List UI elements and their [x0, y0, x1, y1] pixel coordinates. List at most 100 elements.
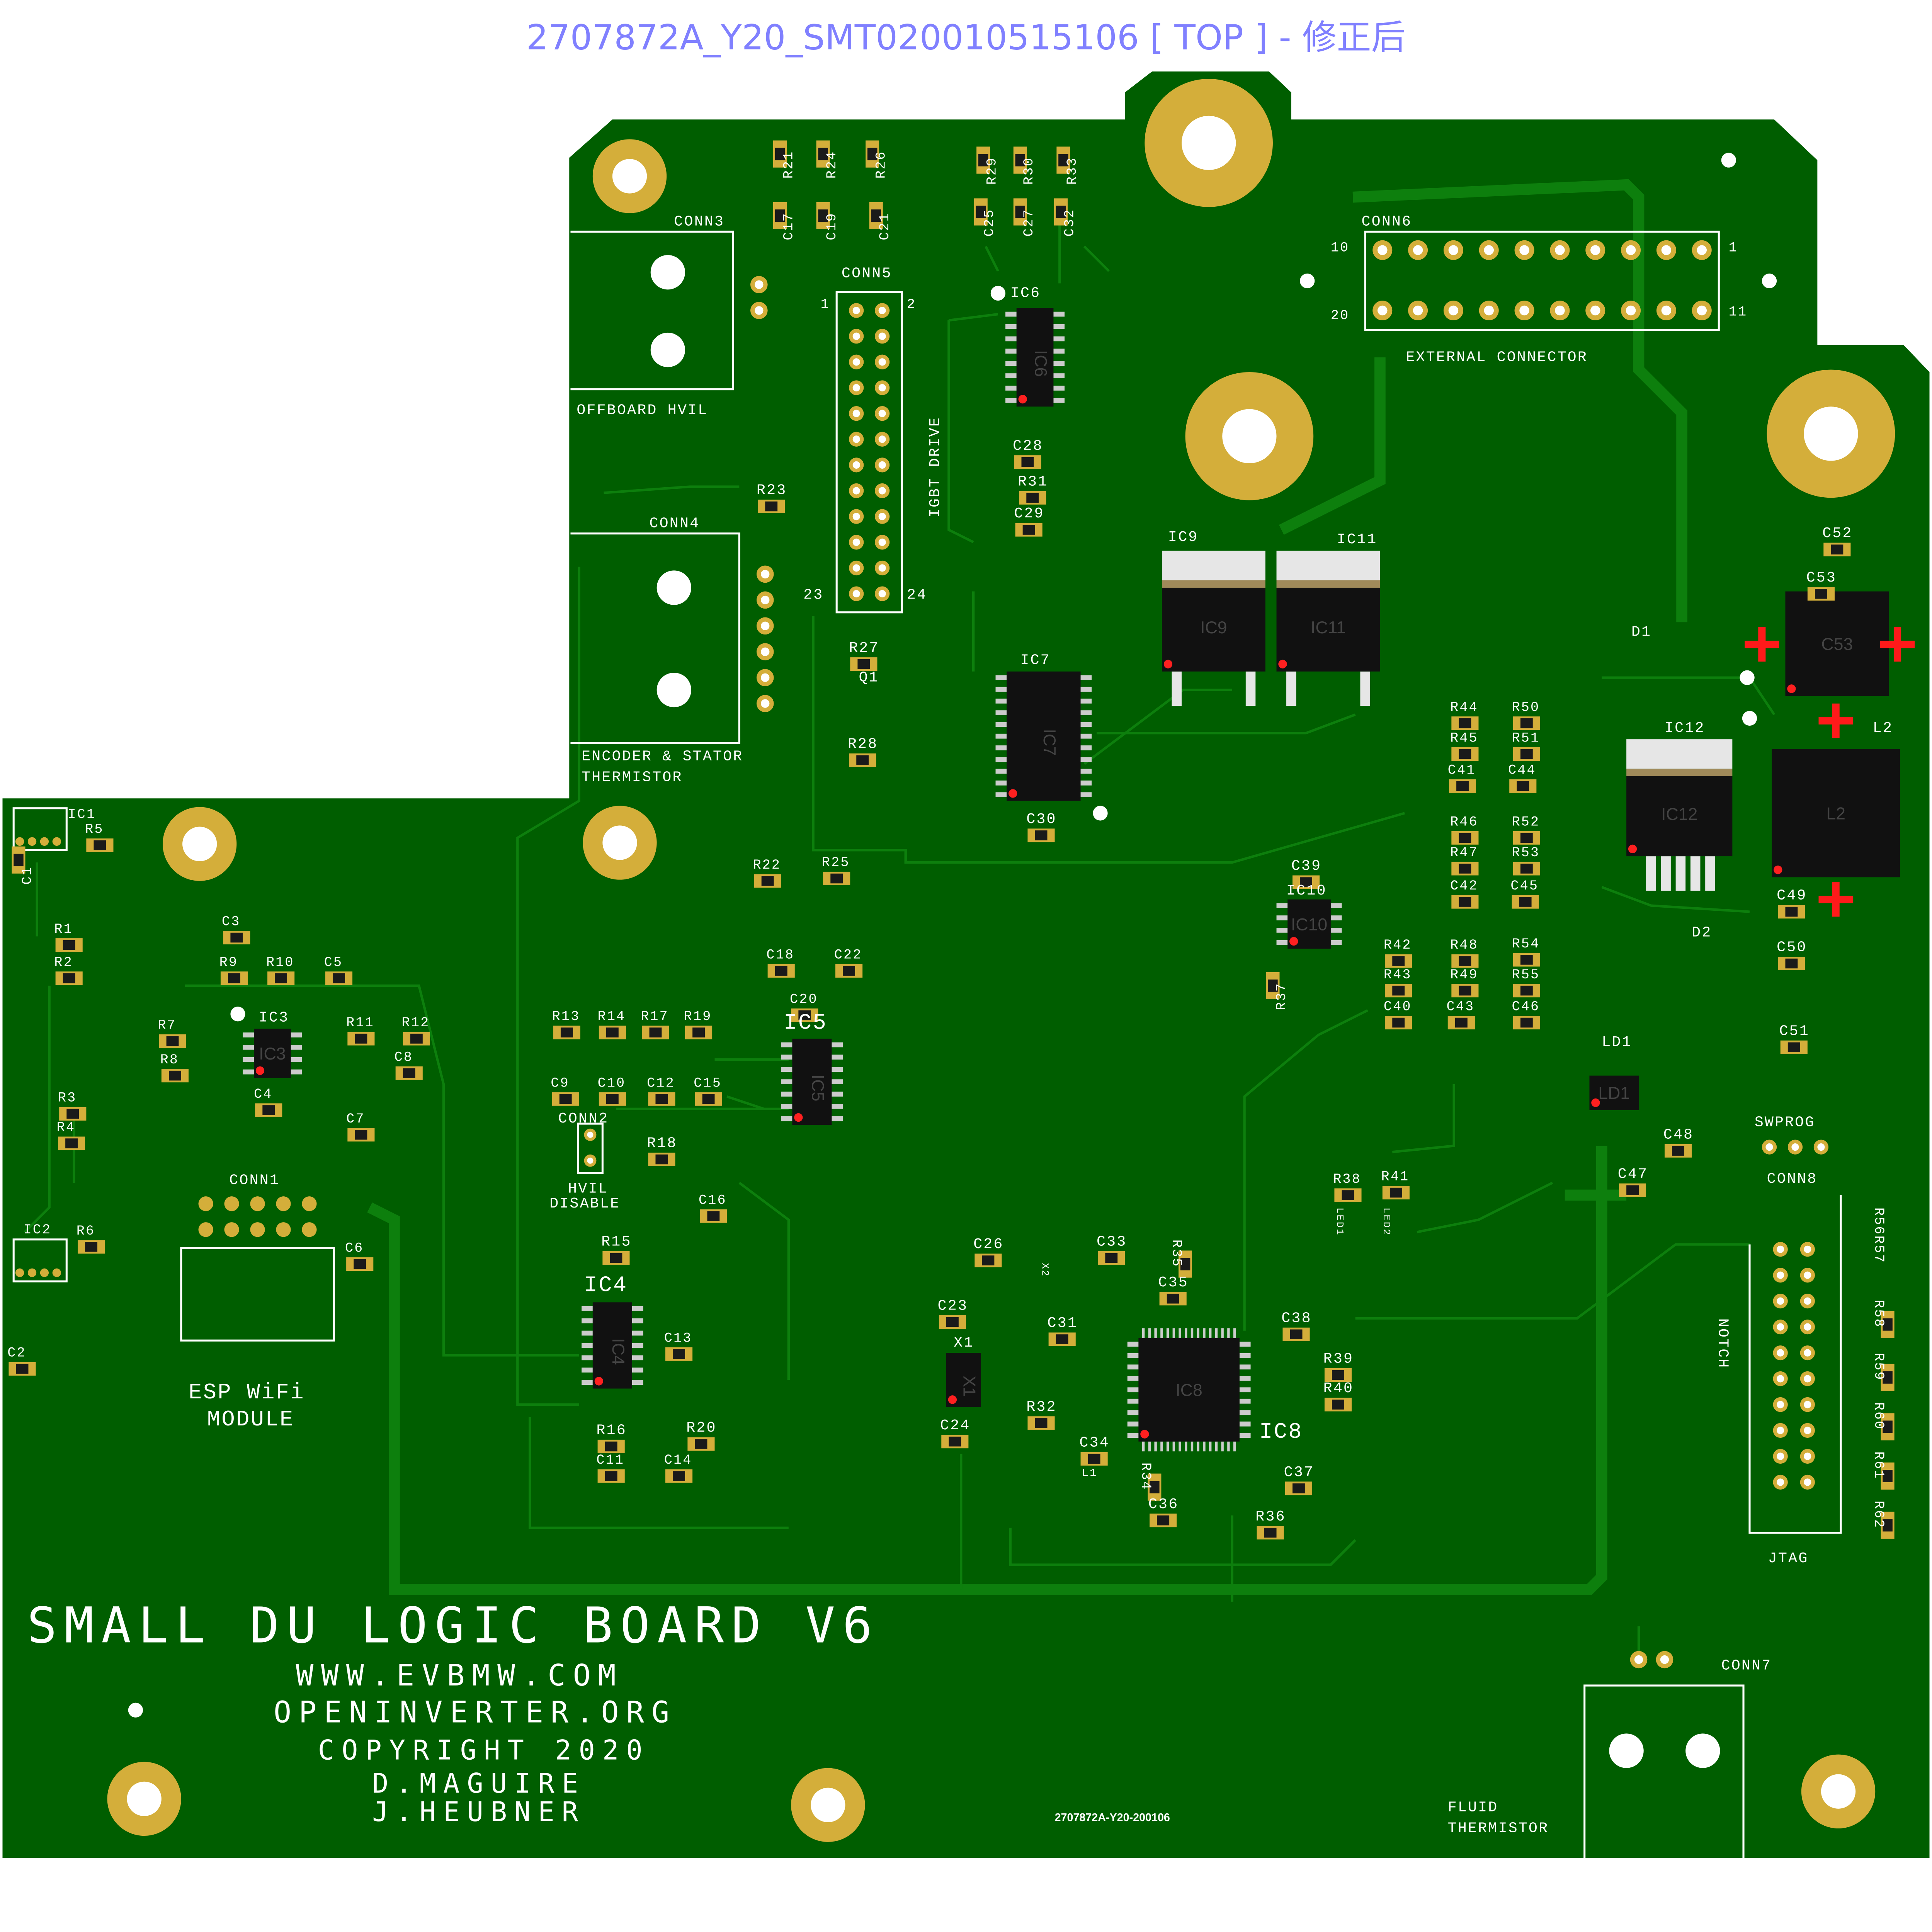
resistor-footprint	[1324, 1398, 1352, 1412]
silkscreen-label: R32	[1026, 1399, 1056, 1415]
silkscreen-label: R55	[1512, 967, 1540, 983]
silkscreen-label: C28	[1013, 438, 1043, 454]
capacitor-footprint	[1048, 1332, 1076, 1346]
capacitor-footprint	[869, 202, 883, 230]
silkscreen-label: SWPROG	[1755, 1114, 1815, 1131]
resistor-footprint	[754, 874, 781, 888]
jtag-pin	[1800, 1320, 1815, 1335]
mounting-hole	[592, 139, 667, 213]
credit-openinverter: OPENINVERTER.ORG	[274, 1696, 677, 1730]
silkscreen-label: C44	[1508, 762, 1536, 778]
ic1-pin	[15, 837, 24, 846]
silkscreen-label: C4	[254, 1087, 272, 1102]
resistor-footprint	[1179, 1250, 1192, 1278]
resistor-footprint	[1148, 1473, 1162, 1501]
capacitor-footprint	[347, 1128, 375, 1142]
capacitor-footprint	[1013, 198, 1027, 226]
mounting-hole	[1767, 369, 1895, 498]
chip-marking: IC9	[1200, 618, 1227, 637]
ic-package: L2	[1772, 749, 1900, 878]
silkscreen-label: IC8	[1259, 1420, 1303, 1445]
ic1-pin	[40, 837, 49, 846]
silkscreen-label: C17	[781, 212, 796, 240]
capacitor-footprint	[941, 1435, 969, 1449]
resistor-footprint	[1451, 862, 1479, 876]
silkscreen-label: CONN6	[1362, 214, 1412, 230]
credit-author-1: D.MAGUIRE	[372, 1767, 585, 1799]
capacitor-footprint	[1385, 1016, 1412, 1030]
silkscreen-label: R54	[1512, 936, 1540, 952]
jtag-pin	[1773, 1320, 1788, 1335]
silkscreen-label: R16	[596, 1422, 626, 1439]
resistor-footprint	[1385, 984, 1412, 998]
capacitor-footprint	[1159, 1292, 1187, 1306]
conn7-outline	[1583, 1684, 1745, 1858]
silkscreen-label: R20	[686, 1420, 716, 1436]
silkscreen-label: C13	[664, 1330, 692, 1346]
jtag-pin	[1773, 1345, 1788, 1361]
terminal-hole	[1685, 1733, 1720, 1768]
conn6-pin	[1621, 301, 1641, 321]
conn6-pin	[1372, 240, 1393, 260]
board-outline	[2, 71, 1930, 1858]
ic1-outline	[12, 807, 68, 851]
mounting-holes	[107, 79, 1895, 1842]
silkscreen-label: C36	[1148, 1496, 1179, 1513]
conn1-pin	[302, 1196, 317, 1211]
silkscreen-label: 1	[1729, 240, 1738, 255]
silkscreen-label: R11	[346, 1015, 374, 1031]
resistor-footprint	[597, 1439, 625, 1453]
conn1-pin	[276, 1196, 291, 1211]
silkscreen-label: C24	[940, 1417, 970, 1434]
silkscreen-label: MODULE	[207, 1407, 294, 1432]
silkscreen-label: IC4	[584, 1273, 628, 1298]
silkscreen-label: C26	[973, 1236, 1003, 1253]
silkscreen-label: C25	[982, 209, 997, 237]
capacitor-footprint	[1447, 1016, 1475, 1030]
conn5-pin	[875, 560, 890, 576]
silkscreen-label: CONN3	[674, 214, 724, 230]
conn5-pin	[875, 457, 890, 473]
silkscreen-label: C15	[694, 1075, 722, 1091]
ic-package: X1	[946, 1353, 981, 1407]
resistor-footprint	[1257, 1526, 1284, 1540]
silkscreen-label: R6	[77, 1223, 95, 1239]
silkscreen-label: IGBT DRIVE	[927, 417, 944, 517]
credit-author-2: J.HEUBNER	[372, 1796, 585, 1828]
jtag-pin	[1773, 1242, 1788, 1257]
jtag-outline	[1748, 1195, 1842, 1534]
resistor-footprint	[1513, 747, 1540, 761]
silkscreen-label: R18	[647, 1135, 677, 1152]
pcb-top-view: 2707872A_Y20_SMT020010515106 [ TOP ] - 修…	[2, 18, 1930, 1858]
silkscreen-label: FLUID	[1448, 1799, 1498, 1816]
resistor-footprint	[159, 1034, 186, 1048]
document-title: 2707872A_Y20_SMT020010515106 [ TOP ] - 修…	[526, 18, 1406, 58]
resistor-footprint	[86, 838, 114, 852]
conn1-pin	[250, 1196, 265, 1211]
silkscreen-label: R36	[1255, 1509, 1286, 1525]
conn4-header-pin	[756, 591, 774, 609]
ic1-pin	[27, 837, 37, 846]
conn5-pin	[849, 483, 864, 498]
jtag-pin	[1800, 1242, 1815, 1257]
terminal-hole	[1609, 1733, 1644, 1768]
resistor-footprint	[1881, 1512, 1895, 1539]
capacitor-footprint	[816, 202, 830, 230]
silkscreen-label: R52	[1512, 814, 1540, 830]
silkscreen-label: OFFBOARD HVIL	[577, 402, 708, 418]
via-hole	[990, 286, 1006, 301]
resistor-footprint	[55, 971, 83, 985]
conn5-pin	[849, 354, 864, 369]
silkscreen-label: C39	[1291, 858, 1321, 874]
conn6-pin	[1408, 301, 1428, 321]
silkscreen-label: IC1	[68, 807, 96, 822]
silkscreen-label: R5	[85, 822, 104, 837]
conn6-pin	[1550, 240, 1570, 260]
resistor-footprint	[1881, 1462, 1895, 1490]
conn6-pin	[1372, 301, 1393, 321]
capacitor-footprint	[1292, 875, 1320, 889]
resistor-footprint	[1451, 747, 1479, 761]
silkscreen-label: R42	[1384, 937, 1412, 953]
credit-website: WWW.EVBMW.COM	[296, 1658, 623, 1693]
silkscreen-label: C37	[1284, 1464, 1314, 1481]
